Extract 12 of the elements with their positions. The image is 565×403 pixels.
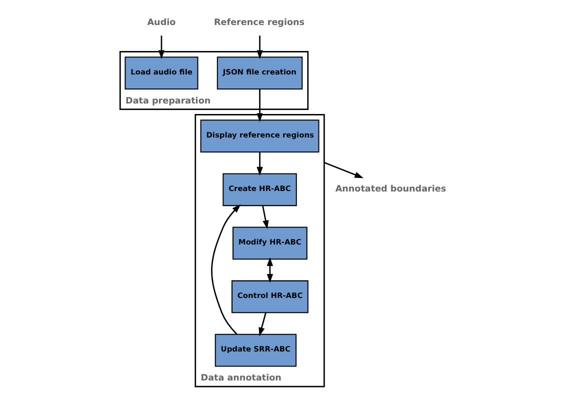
arrow <box>256 89 262 122</box>
arrow <box>210 204 240 335</box>
arrow <box>158 36 164 60</box>
arrow <box>256 152 262 176</box>
arrow <box>256 36 262 60</box>
arrow <box>262 206 268 230</box>
arrow <box>323 162 364 178</box>
arrow <box>266 257 273 283</box>
node-text: Annotated boundaries <box>334 184 446 194</box>
node-text: Reference regions <box>214 18 304 28</box>
arrow <box>258 312 266 336</box>
node-text: Audio <box>146 18 176 28</box>
